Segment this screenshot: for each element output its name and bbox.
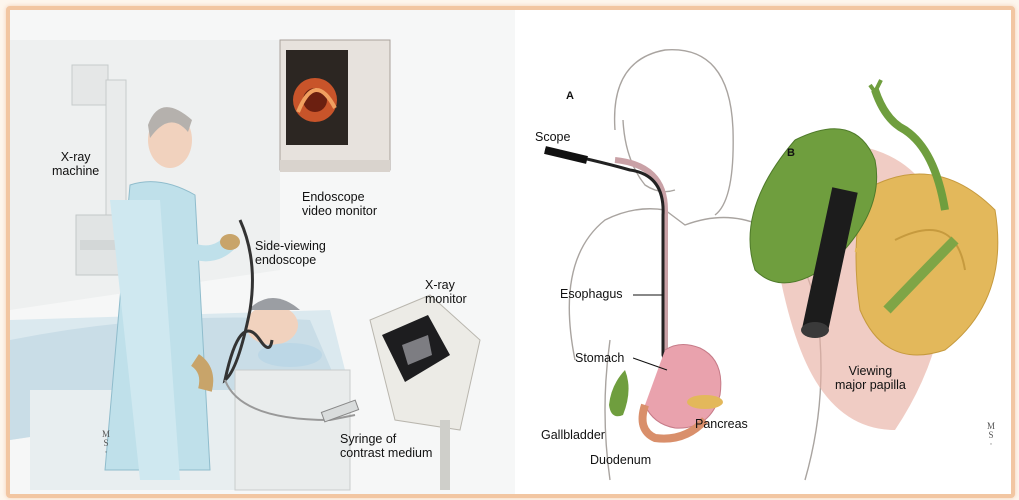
label-gallbladder: Gallbladder: [541, 428, 605, 442]
anatomy-scene: [515, 10, 1011, 494]
papilla-closeup: [749, 79, 999, 430]
label-esophagus: Esophagus: [560, 287, 623, 301]
endoscope-video-monitor: [279, 39, 391, 172]
label-section-b: B: [787, 147, 795, 159]
label-side-viewing-endoscope: Side-viewing endoscope: [255, 239, 326, 267]
gallbladder: [609, 370, 629, 417]
esophagus-pointer: [633, 294, 663, 296]
syringe: [320, 399, 360, 423]
label-syringe-contrast: Syringe of contrast medium: [340, 432, 433, 460]
procedure-illustration: X-ray machine Endoscope video monitor Si…: [10, 10, 515, 494]
label-scope: Scope: [535, 130, 571, 144]
label-xray-monitor: X-ray monitor: [425, 278, 467, 306]
figure-frame: X-ray machine Endoscope video monitor Si…: [6, 6, 1015, 498]
label-stomach: Stomach: [575, 351, 625, 365]
label-endoscope-video-monitor: Endoscope video monitor: [302, 190, 378, 218]
label-pancreas: Pancreas: [695, 417, 748, 431]
xray-machine: [71, 64, 137, 276]
endoscope-cable: [222, 219, 274, 384]
duodenum: [638, 403, 708, 443]
stomach-pointer: [633, 357, 668, 371]
anatomy-illustration: A B Scope Esophagus Stomach Gallbladder …: [515, 10, 1011, 494]
pancreas: [687, 395, 723, 409]
label-duodenum: Duodenum: [590, 453, 652, 467]
label-viewing-papilla: Viewing major papilla: [835, 364, 906, 392]
xray-monitor: [369, 294, 481, 490]
label-xray-machine: X-ray machine: [52, 150, 100, 178]
procedure-scene: [10, 10, 515, 494]
physician: [104, 107, 240, 480]
label-section-a: A: [566, 90, 574, 102]
